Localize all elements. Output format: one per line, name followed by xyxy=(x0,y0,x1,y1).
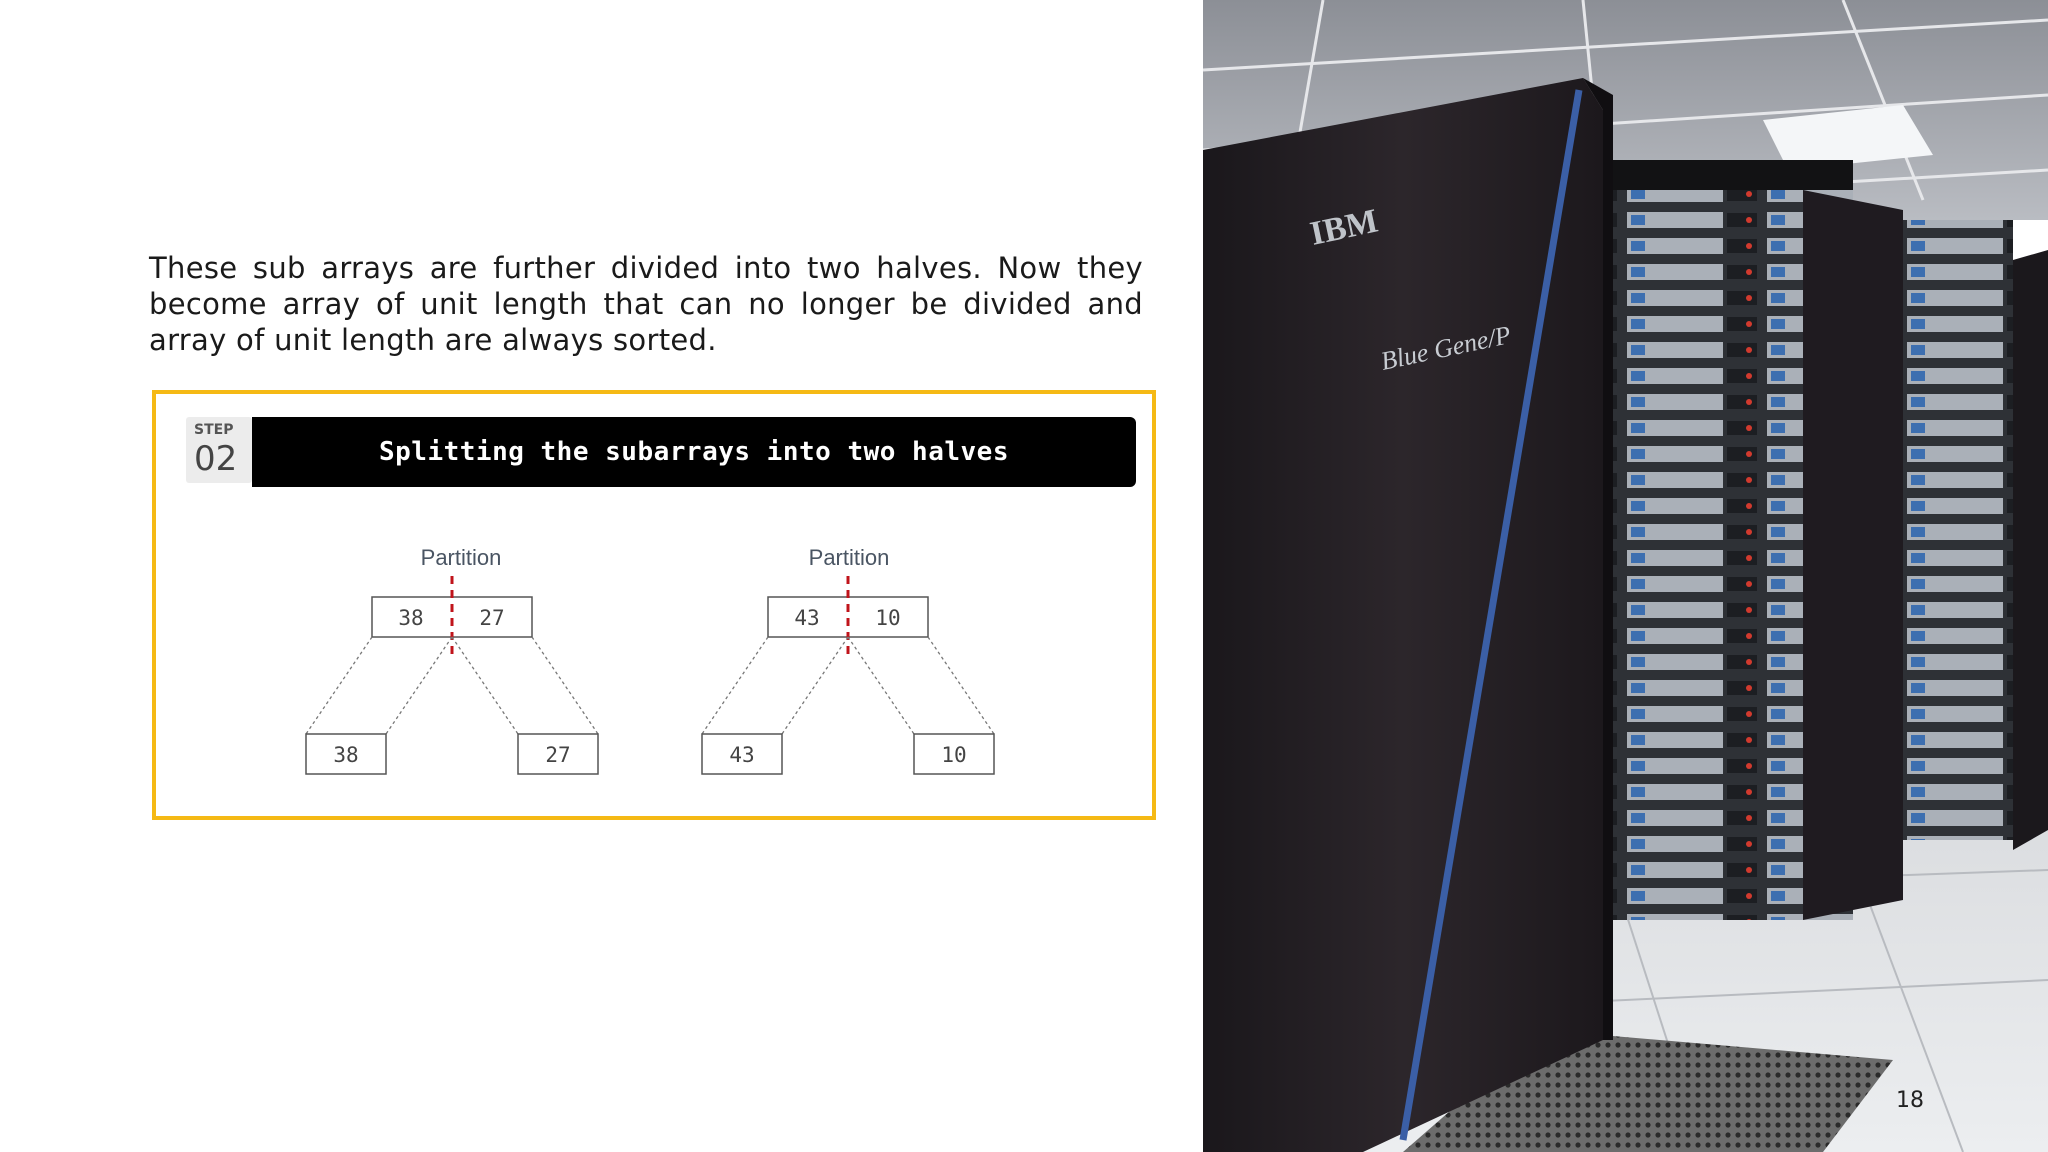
partition-group-right: Partition 43 10 43 10 xyxy=(702,545,994,774)
page-number: 18 xyxy=(1896,1088,1924,1113)
child-cell: 10 xyxy=(941,743,966,767)
parent-cell: 10 xyxy=(875,606,900,630)
child-cell: 43 xyxy=(729,743,754,767)
merge-sort-step-figure: STEP 02 Splitting the subarrays into two… xyxy=(152,390,1156,820)
partition-label: Partition xyxy=(421,545,502,570)
parent-cell: 27 xyxy=(479,606,504,630)
parent-array-box xyxy=(768,597,928,637)
child-cell: 27 xyxy=(545,743,570,767)
right-rack-panel xyxy=(1803,190,1903,920)
far-right-panel xyxy=(2013,250,2048,850)
slide-body-text: These sub arrays are further divided int… xyxy=(149,250,1143,358)
parent-cell: 43 xyxy=(794,606,819,630)
partition-group-left: Partition 38 27 38 27 xyxy=(306,545,598,774)
partition-label: Partition xyxy=(809,545,890,570)
cabinet-front-panel xyxy=(1203,78,1603,1152)
supercomputer-photo: IBM Blue Gene/P xyxy=(1203,0,2048,1152)
parent-cell: 38 xyxy=(398,606,423,630)
right-rack-internals xyxy=(1903,220,2013,840)
child-cell: 38 xyxy=(333,743,358,767)
parent-array-box xyxy=(372,597,532,637)
partition-diagram: Partition 38 27 38 27 Partition 43 10 43… xyxy=(156,394,1152,816)
